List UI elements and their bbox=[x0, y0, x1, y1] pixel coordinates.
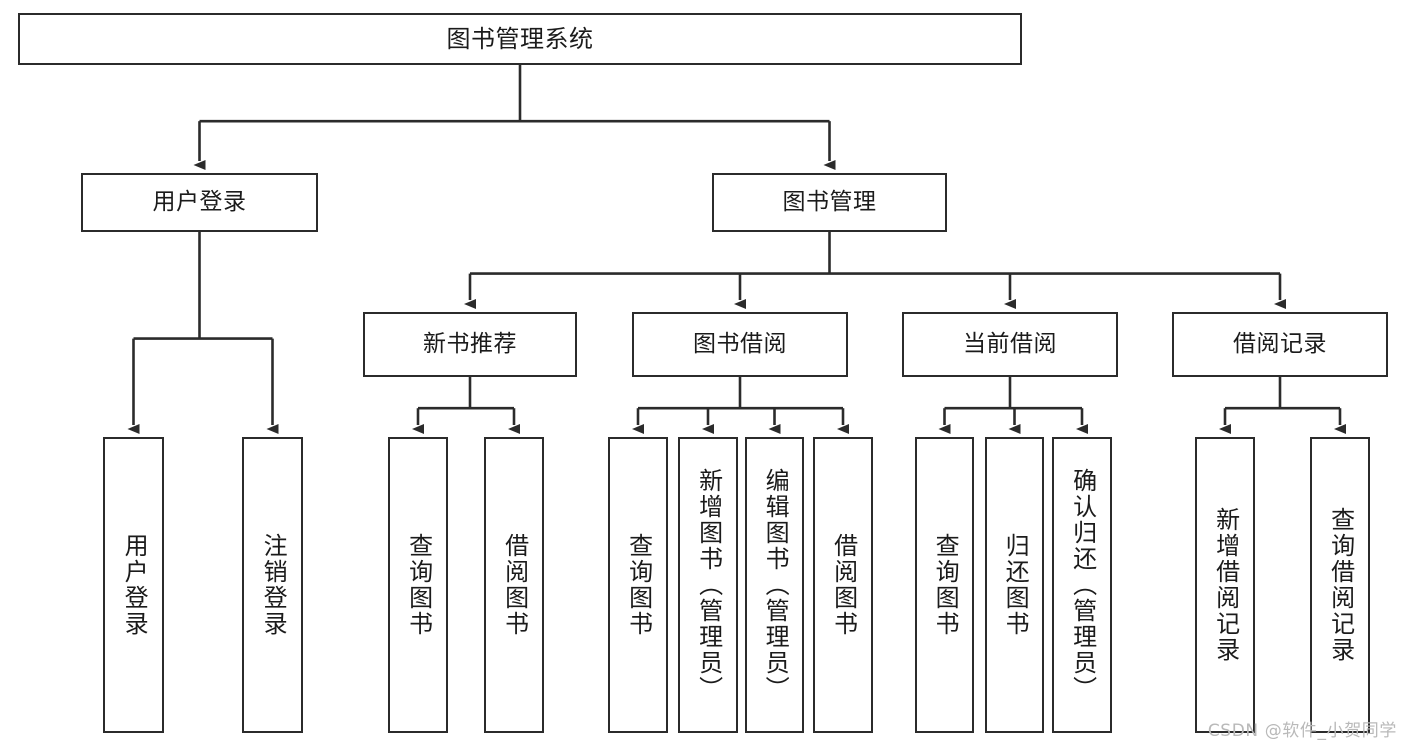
node-label: 用户登录 bbox=[120, 533, 149, 637]
node-label: 查询图书 bbox=[931, 533, 960, 637]
node-leaf-confirm[interactable]: 确认归还（管理员） bbox=[1052, 437, 1112, 733]
node-leaf-query-3[interactable]: 查询图书 bbox=[915, 437, 974, 733]
node-leaf-borrow-1[interactable]: 借阅图书 bbox=[484, 437, 544, 733]
node-label: 注销登录 bbox=[259, 533, 288, 637]
node-leaf-user-login[interactable]: 用户登录 bbox=[103, 437, 164, 733]
node-label: 图书借阅 bbox=[693, 330, 787, 357]
node-label: 图书管理系统 bbox=[446, 24, 594, 53]
node-label: 新增图书（管理员） bbox=[694, 468, 723, 702]
node-leaf-edit-book[interactable]: 编辑图书（管理员） bbox=[745, 437, 804, 733]
node-book-borrow[interactable]: 图书借阅 bbox=[632, 312, 848, 377]
node-label: 当前借阅 bbox=[963, 330, 1057, 357]
node-label: 借阅记录 bbox=[1233, 330, 1327, 357]
node-label: 归还图书 bbox=[1001, 533, 1030, 637]
node-root[interactable]: 图书管理系统 bbox=[18, 13, 1022, 65]
node-leaf-query-rec[interactable]: 查询借阅记录 bbox=[1310, 437, 1370, 733]
node-label: 新书推荐 bbox=[423, 330, 517, 357]
node-label: 确认归还（管理员） bbox=[1068, 468, 1097, 702]
node-label: 编辑图书（管理员） bbox=[761, 468, 790, 702]
node-book-manage[interactable]: 图书管理 bbox=[712, 173, 947, 232]
node-leaf-return[interactable]: 归还图书 bbox=[985, 437, 1044, 733]
node-label: 用户登录 bbox=[152, 188, 247, 215]
node-new-book-rec[interactable]: 新书推荐 bbox=[363, 312, 577, 377]
node-label: 借阅图书 bbox=[500, 533, 529, 637]
watermark-text: CSDN @软件_小贺同学 bbox=[1207, 721, 1397, 741]
node-label: 查询图书 bbox=[624, 533, 653, 637]
node-leaf-borrow-2[interactable]: 借阅图书 bbox=[813, 437, 873, 733]
node-leaf-logout[interactable]: 注销登录 bbox=[242, 437, 303, 733]
node-user-login[interactable]: 用户登录 bbox=[81, 173, 318, 232]
node-label: 借阅图书 bbox=[829, 533, 858, 637]
node-current-borrow[interactable]: 当前借阅 bbox=[902, 312, 1118, 377]
node-leaf-query-2[interactable]: 查询图书 bbox=[608, 437, 668, 733]
node-borrow-record[interactable]: 借阅记录 bbox=[1172, 312, 1388, 377]
node-leaf-query-1[interactable]: 查询图书 bbox=[388, 437, 448, 733]
node-leaf-add-record[interactable]: 新增借阅记录 bbox=[1195, 437, 1255, 733]
node-leaf-add-book[interactable]: 新增图书（管理员） bbox=[678, 437, 738, 733]
node-label: 查询图书 bbox=[404, 533, 433, 637]
node-label: 图书管理 bbox=[782, 188, 877, 215]
node-label: 查询借阅记录 bbox=[1326, 507, 1355, 663]
node-label: 新增借阅记录 bbox=[1211, 507, 1240, 663]
